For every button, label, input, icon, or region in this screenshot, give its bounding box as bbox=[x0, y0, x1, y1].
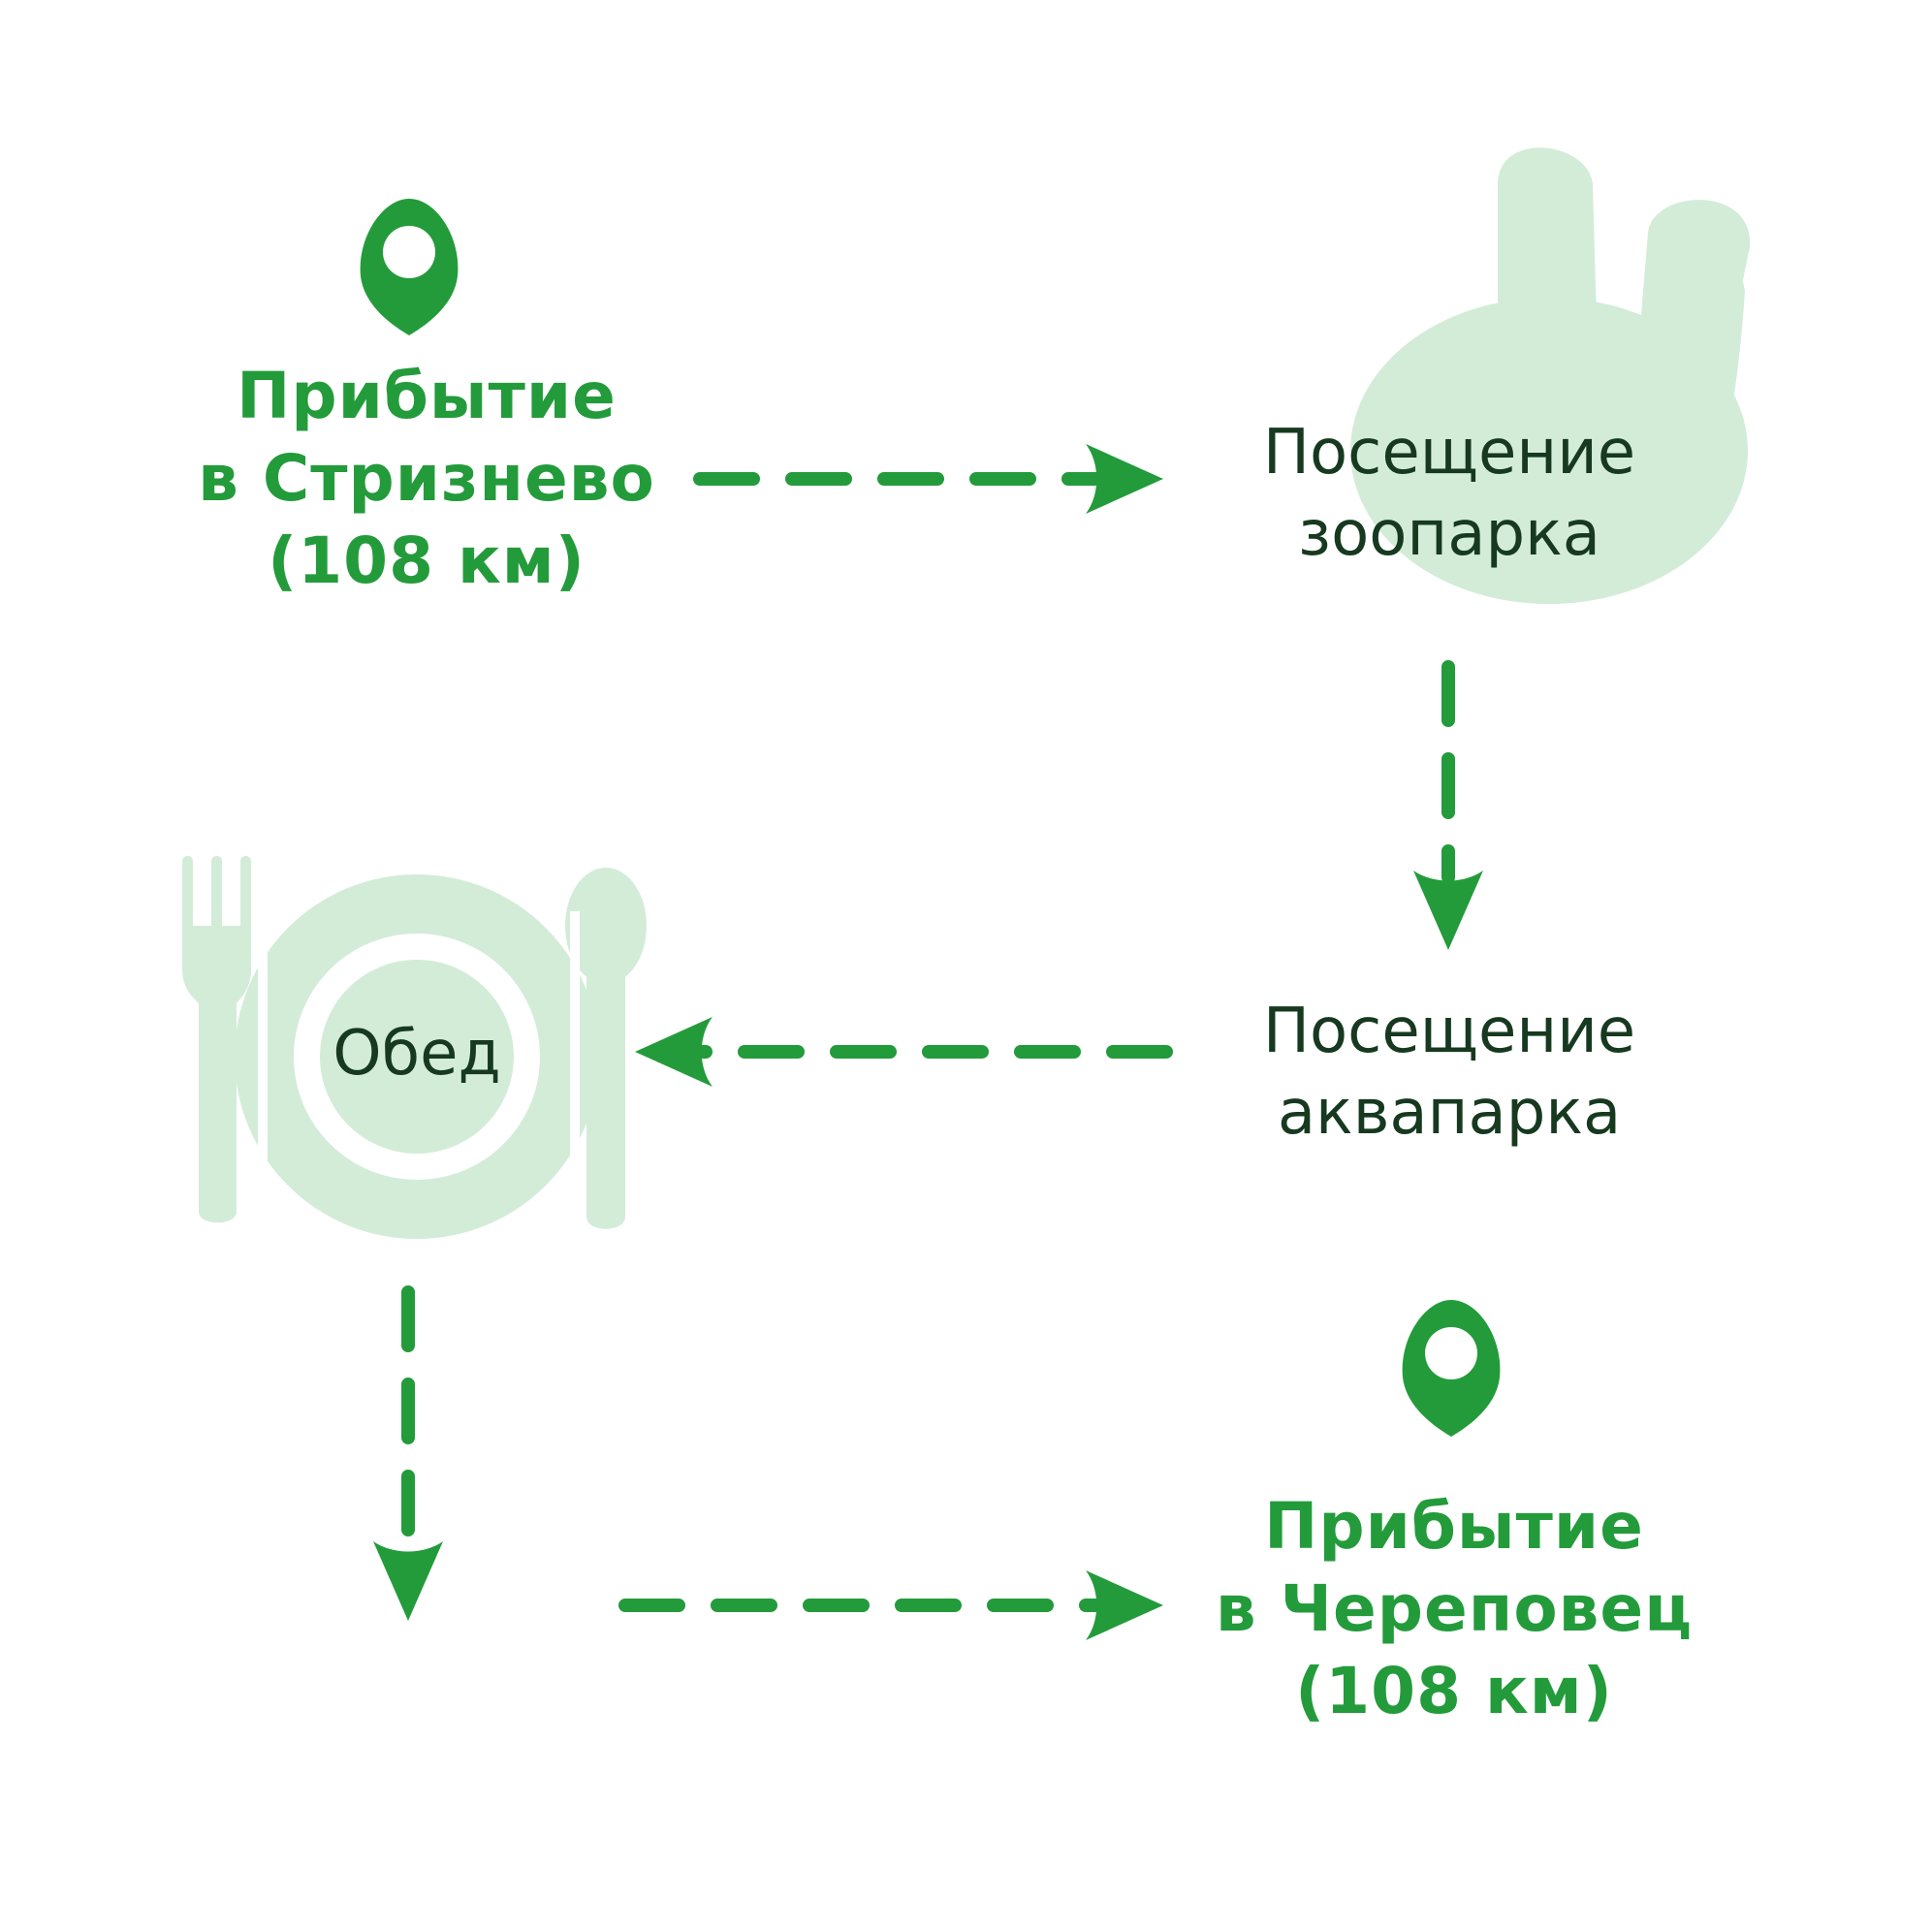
spoon-plate-gap bbox=[570, 911, 580, 1231]
map-pin-icon bbox=[1402, 1300, 1501, 1437]
fork-plate-gap bbox=[258, 892, 268, 1231]
map-pin-icon bbox=[360, 199, 459, 335]
start-label-line2: в Стризнево bbox=[198, 441, 655, 516]
finish-label: Прибытие в Череповец (108 км) bbox=[1207, 1485, 1701, 1732]
start-label-line1: Прибытие bbox=[237, 359, 617, 433]
zoo-label-line1: Посещение bbox=[1262, 417, 1636, 489]
aquapark-label: Посещение аквапарка bbox=[1207, 991, 1692, 1154]
arrow-start-to-zoo bbox=[693, 444, 1163, 514]
finish-label-line3: (108 км) bbox=[1295, 1654, 1613, 1728]
zoo-label: Посещение зоопарка bbox=[1207, 412, 1692, 575]
finish-label-line2: в Череповец bbox=[1215, 1571, 1694, 1646]
aquapark-label-line2: аквапарка bbox=[1277, 1077, 1622, 1149]
arrow-aquapark-to-lunch bbox=[635, 1017, 1173, 1087]
rabbit-head-icon bbox=[1350, 147, 1751, 604]
finish-label-line1: Прибытие bbox=[1264, 1489, 1644, 1564]
arrow-lunch-down bbox=[373, 1285, 443, 1621]
arrow-to-finish bbox=[618, 1570, 1163, 1640]
start-label: Прибытие в Стризнево (108 км) bbox=[184, 355, 669, 602]
start-label-line3: (108 км) bbox=[268, 523, 586, 598]
arrow-zoo-to-aquapark bbox=[1413, 660, 1483, 950]
zoo-label-line2: зоопарка bbox=[1298, 498, 1600, 570]
aquapark-label-line1: Посещение bbox=[1262, 996, 1636, 1067]
lunch-label-text: Обед bbox=[333, 1018, 501, 1090]
plate-fork-spoon-icon bbox=[182, 856, 647, 1239]
lunch-label: Обед bbox=[271, 1013, 562, 1094]
